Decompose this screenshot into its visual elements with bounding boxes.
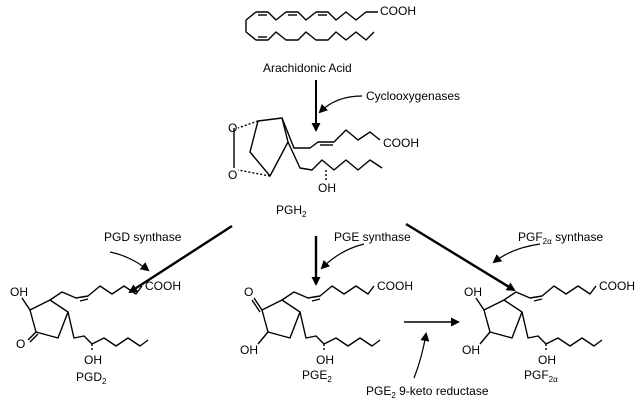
pathway-arrows bbox=[128, 80, 516, 327]
pgd2-structure bbox=[21, 285, 149, 352]
pgh2-structure bbox=[233, 117, 383, 180]
arachidonic-acid-label: Arachidonic Acid bbox=[263, 61, 352, 75]
pge2-structure bbox=[251, 285, 381, 352]
pgf2a-cooh: COOH bbox=[599, 279, 635, 293]
enzyme-curved-arrows bbox=[109, 95, 541, 379]
pgd2-oh-chain: OH bbox=[84, 353, 102, 367]
pge-synthase-curve bbox=[320, 243, 365, 270]
pgd-synthase-label: PGD synthase bbox=[104, 230, 182, 244]
pgf2a-synthase-label: PGF2α synthase bbox=[518, 230, 604, 246]
pgf-synthase-curve bbox=[492, 243, 541, 264]
pgf-arrow bbox=[405, 222, 516, 292]
pgh2-name: PGH2 bbox=[276, 203, 307, 219]
pge2-oh-ring: OH bbox=[240, 343, 258, 357]
pgd2-oh-ring: OH bbox=[10, 285, 28, 299]
pgf2a-oh-ring-bottom: OH bbox=[462, 343, 480, 357]
cyclooxygenases-label: Cyclooxygenases bbox=[366, 89, 461, 103]
pgd2-cooh: COOH bbox=[145, 279, 181, 293]
pgd-synthase-curve bbox=[109, 251, 150, 272]
pgh2-cooh: COOH bbox=[383, 136, 419, 150]
pge2-name: PGE2 bbox=[302, 368, 332, 384]
aa-cooh-label: COOH bbox=[380, 4, 416, 18]
pgh2-o-bottom: O bbox=[228, 168, 238, 182]
pgf2a-oh-ring-top: OH bbox=[464, 285, 482, 299]
pgh2-oh: OH bbox=[318, 181, 336, 195]
pge-synthase-label: PGE synthase bbox=[334, 230, 411, 244]
pgf2a-oh-chain: OH bbox=[538, 353, 556, 367]
pgh2-o-top: O bbox=[228, 121, 238, 135]
pge2-oh-chain: OH bbox=[316, 353, 334, 367]
pge2-cooh: COOH bbox=[377, 279, 413, 293]
pgd2-o-ring: O bbox=[16, 337, 26, 351]
cyclooxygenases-curve bbox=[318, 95, 363, 114]
pgf2a-structure bbox=[475, 285, 603, 352]
pge2-9-keto-reductase-label: PGE2 9-keto reductase bbox=[366, 384, 489, 400]
arachidonic-acid-structure bbox=[245, 11, 378, 41]
pgd-arrow bbox=[128, 224, 233, 294]
reductase-curve bbox=[413, 332, 430, 379]
pge2-o-ring: O bbox=[244, 285, 254, 299]
pgf2a-name: PGF2α bbox=[524, 368, 558, 384]
pgd2-name: PGD2 bbox=[76, 370, 107, 386]
